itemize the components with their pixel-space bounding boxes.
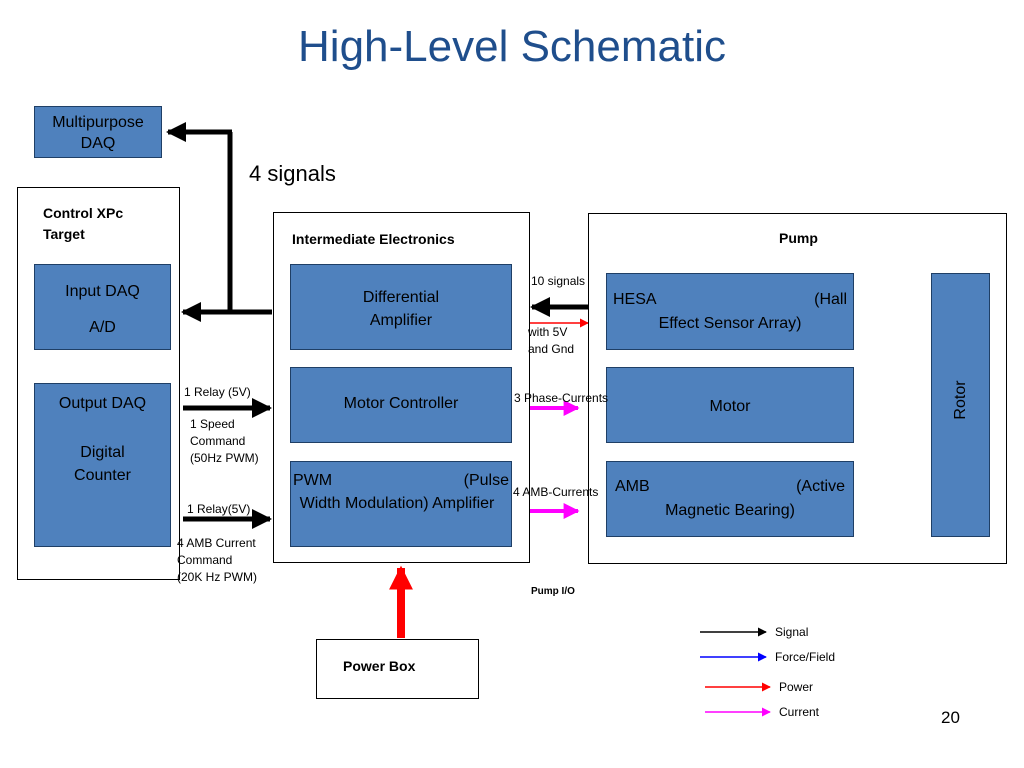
with5v-label: with 5V and Gnd <box>528 325 575 356</box>
rotor-block: Rotor <box>931 273 990 537</box>
legend-force-label: Force/Field <box>775 650 836 664</box>
amb-label-line2: Magnetic Bearing) <box>665 502 795 519</box>
legend-power-label: Power <box>779 680 814 694</box>
pump-title: Pump <box>779 230 818 246</box>
legend-signal-label: Signal <box>775 625 809 639</box>
amb-label-left: AMB <box>615 478 650 495</box>
pwm-label-right: (Pulse <box>463 472 509 489</box>
motor-block: Motor <box>606 367 854 443</box>
phase-currents-label: 3 Phase-Currents <box>514 391 609 405</box>
intermediate-electronics-title: Intermediate Electronics <box>292 231 455 247</box>
output-daq-block: Output DAQ Digital Counter <box>34 383 171 547</box>
amb-label-right: (Active <box>796 478 845 495</box>
amb-block: AMB (Active Magnetic Bearing) <box>606 461 854 537</box>
motor-label: Motor <box>709 398 751 415</box>
power-box-block: Power Box <box>316 639 479 699</box>
page-number: 20 <box>941 708 960 727</box>
motor-controller-label: Motor Controller <box>343 395 459 412</box>
pwm-amplifier-block: PWM (Pulse Width Modulation) Amplifier <box>290 461 512 547</box>
amb-currents-label: 4 AMB-Currents <box>513 485 599 499</box>
hesa-label-left: HESA <box>613 291 657 308</box>
ten-signals-label: 10 signals <box>531 274 586 288</box>
differential-amplifier-block: Differential Amplifier <box>290 264 512 350</box>
multipurpose-daq-block: Multipurpose DAQ <box>34 106 162 158</box>
hesa-label-line2: Effect Sensor Array) <box>658 315 802 332</box>
input-ad-label: A/D <box>89 319 116 336</box>
pwm-label-line2: Width Modulation) Amplifier <box>299 495 495 512</box>
page-title: High-Level Schematic <box>298 22 726 71</box>
digital-counter-label: Digital Counter <box>74 444 131 484</box>
speed-command-label: 1 Speed Command (50Hz PWM) <box>190 417 259 465</box>
output-daq-label: Output DAQ <box>58 395 147 412</box>
pwm-label-left: PWM <box>293 472 333 489</box>
motor-controller-block: Motor Controller <box>290 367 512 443</box>
input-daq-block: Input DAQ A/D <box>34 264 171 350</box>
input-daq-label: Input DAQ <box>65 283 140 300</box>
four-signals-label: 4 signals <box>249 161 336 186</box>
amb-command-label: 4 AMB Current Command (20K Hz PWM) <box>177 536 258 584</box>
hesa-block: HESA (Hall Effect Sensor Array) <box>606 273 854 350</box>
hesa-label-right: (Hall <box>814 291 847 308</box>
signal-bus-arrow <box>166 122 272 322</box>
power-box-label: Power Box <box>343 658 416 674</box>
control-target-title: Control XPc Target <box>43 205 124 242</box>
rotor-label: Rotor <box>951 380 969 420</box>
legend-current-label: Current <box>779 705 820 719</box>
pump-io-label: Pump I/O <box>531 586 575 597</box>
relay1-label: 1 Relay (5V) <box>184 385 251 399</box>
relay2-label: 1 Relay(5V) <box>187 502 251 516</box>
